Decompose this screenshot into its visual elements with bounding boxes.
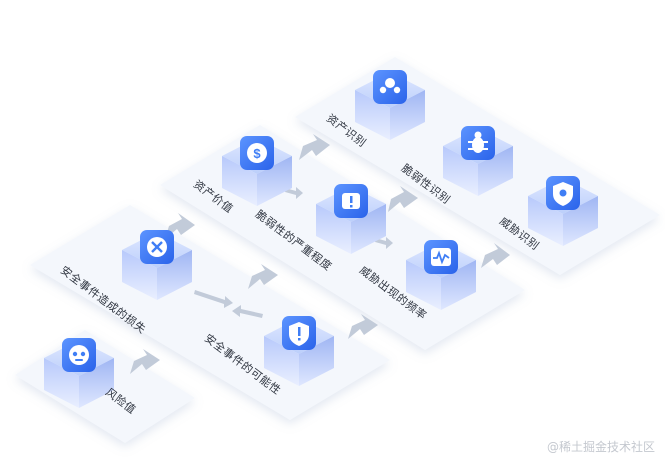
- arrow-loss-possibility-a: [194, 290, 233, 308]
- node-vulnerability-severity[interactable]: [316, 184, 386, 254]
- exclamation-icon: [334, 184, 368, 218]
- arrow-loss-possibility-b: [232, 305, 263, 318]
- robot-icon: [62, 338, 96, 372]
- node-threat-frequency[interactable]: [406, 240, 476, 310]
- shield-search-icon: [546, 176, 580, 210]
- watermark: @稀土掘金技术社区: [546, 440, 655, 454]
- close-icon: [140, 230, 174, 264]
- dollar-icon: $: [240, 136, 274, 170]
- alert-shield-icon: [282, 316, 316, 350]
- svg-text:$: $: [253, 146, 261, 161]
- flow-arrows: [130, 134, 510, 374]
- arrow-vuln-to-severity: [388, 186, 418, 212]
- team-icon: [373, 70, 407, 104]
- arrow-value-severity: [285, 187, 303, 199]
- pulse-icon: [424, 240, 458, 274]
- arrow-frequency-to-possibility: [348, 314, 378, 339]
- arrow-value-to-loss: [165, 213, 195, 239]
- node-threat-identify[interactable]: [528, 176, 598, 246]
- bug-icon: [461, 126, 495, 160]
- arrow-asset-to-value: [299, 134, 330, 160]
- node-incident-possibility[interactable]: [264, 316, 334, 386]
- node-risk-value[interactable]: [44, 338, 114, 408]
- arrow-severity-frequency: [375, 237, 393, 249]
- arrow-severity-to-possibility: [248, 264, 278, 289]
- node-asset-identify[interactable]: [355, 70, 425, 140]
- arrow-to-risk: [130, 349, 160, 374]
- node-incident-loss[interactable]: [122, 230, 192, 300]
- node-vulnerability-identify[interactable]: [443, 126, 513, 196]
- node-asset-value[interactable]: $: [222, 136, 292, 206]
- arrow-threat-to-frequency: [481, 243, 510, 268]
